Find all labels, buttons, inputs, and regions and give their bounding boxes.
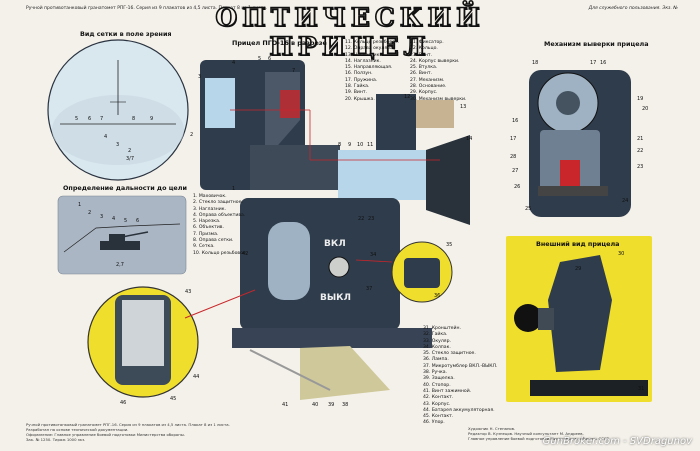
range-2: 2 — [88, 210, 91, 216]
circle-46: 46 — [120, 400, 126, 406]
range-value: 2,7 — [116, 262, 124, 268]
callout-3: 3 — [198, 74, 201, 80]
circle-43: 43 — [185, 289, 191, 295]
mech-19: 19 — [637, 96, 643, 102]
latch — [300, 346, 390, 400]
reticle-num-7: 7 — [100, 116, 103, 122]
callout-9: 9 — [348, 142, 351, 148]
callout-11: 11 — [367, 142, 373, 148]
range-1: 1 — [78, 202, 81, 208]
circle-44: 44 — [193, 374, 199, 380]
callout-1: 1 — [232, 186, 235, 192]
reticle-num-3: 3 — [116, 142, 119, 148]
mech-21: 21 — [637, 136, 643, 142]
range-4: 4 — [112, 216, 115, 222]
header-classification: Для служебного пользования. Экз. № — [588, 6, 678, 11]
page-title: ОПТИЧЕСКИЙ ПРИЦЕЛ — [215, 2, 485, 62]
callout-2: 2 — [190, 132, 193, 138]
callout-41: 41 — [282, 402, 288, 408]
heading-mechanism: Механизм выверки прицела — [544, 40, 649, 48]
mech-26: 26 — [514, 184, 520, 190]
mech-16b: 16 — [512, 118, 518, 124]
heading-cutaway: Прицел ПГО-16 в разрезе — [232, 39, 327, 47]
parts-list-2: 11. Кольцо резьбовое. 12. Оправа окуляра… — [345, 40, 400, 102]
header-series: Ручной противотанковый гранатомет РПГ-16… — [26, 6, 268, 11]
switch-off-label: ВЫКЛ — [320, 293, 351, 303]
heading-external: Внешний вид прицела — [536, 240, 620, 248]
callout-5: 5 — [258, 56, 261, 62]
reticle-num-4: 4 — [104, 134, 107, 140]
mech-16: 16 — [600, 60, 606, 66]
tank-silhouette — [100, 241, 140, 250]
range-5: 5 — [124, 218, 127, 224]
range-6: 6 — [136, 218, 139, 224]
switch-knob — [328, 256, 350, 278]
callout-10: 10 — [357, 142, 363, 148]
callout-8: 8 — [338, 142, 341, 148]
parts-list-3: 21. Фиксатор. 22. Кольцо. 23. Винт. 24. … — [410, 40, 467, 102]
reticle-bottom-label: 3/7 — [126, 156, 134, 162]
callout-35: 35 — [446, 242, 452, 248]
mech-28: 28 — [510, 154, 516, 160]
mech-20: 20 — [642, 106, 648, 112]
mech-27: 27 — [512, 168, 518, 174]
callout-39: 39 — [328, 402, 334, 408]
callout-23: 23 — [368, 216, 374, 222]
ext-29: 29 — [575, 266, 581, 272]
heading-field-view: Вид сетки в поле зрения — [80, 30, 172, 38]
heading-range: Определение дальности до цели — [63, 184, 187, 192]
mech-18: 18 — [532, 60, 538, 66]
switch-on-label: ВКЛ — [324, 239, 346, 249]
callout-4: 4 — [232, 60, 235, 66]
ext-31: 31 — [638, 386, 644, 392]
callout-40: 40 — [312, 402, 318, 408]
mech-24: 24 — [622, 198, 628, 204]
parts-list-1: 1. Маховичок. 2. Стекло защитное. 3. Наг… — [193, 194, 248, 256]
reticle-num-6: 6 — [88, 116, 91, 122]
callout-12: 12 — [404, 94, 410, 100]
footer-left: Ручной противотанковый гранатомет РПГ-16… — [26, 422, 230, 442]
callout-42: 42 — [242, 251, 248, 257]
callout-labels: 3 4 5 6 7 2 1 12 13 14 8 9 10 11 22 23 4… — [190, 56, 472, 408]
circle-45: 45 — [170, 396, 176, 402]
mech-23: 23 — [637, 164, 643, 170]
callout-7: 7 — [292, 68, 295, 74]
reticle-num-2: 2 — [128, 148, 131, 154]
callout-13: 13 — [460, 104, 466, 110]
reticle-num-5: 5 — [75, 116, 78, 122]
reticle-num-9: 9 — [150, 116, 153, 122]
callout-34: 34 — [370, 252, 376, 258]
ext-30: 30 — [618, 251, 624, 257]
watermark: GunBroker.com - SVDragunov — [542, 436, 692, 447]
footer-right: Художник Н. Степанов. Редактор В. Кузнец… — [468, 426, 611, 441]
callout-36: 36 — [434, 293, 440, 299]
parts-list-4: 31. Кронштейн. 32. Гайка. 33. Окуляр. 34… — [423, 326, 498, 426]
callout-14: 14 — [466, 136, 472, 142]
mech-17b: 17 — [510, 136, 516, 142]
reticle-num-8: 8 — [132, 116, 135, 122]
mech-22: 22 — [637, 148, 643, 154]
callout-37: 37 — [366, 286, 372, 292]
callout-6: 6 — [268, 56, 271, 62]
mech-25: 25 — [525, 206, 531, 212]
mech-17: 17 — [590, 60, 596, 66]
range-3: 3 — [100, 214, 103, 220]
callout-22: 22 — [358, 216, 364, 222]
callout-38: 38 — [342, 402, 348, 408]
